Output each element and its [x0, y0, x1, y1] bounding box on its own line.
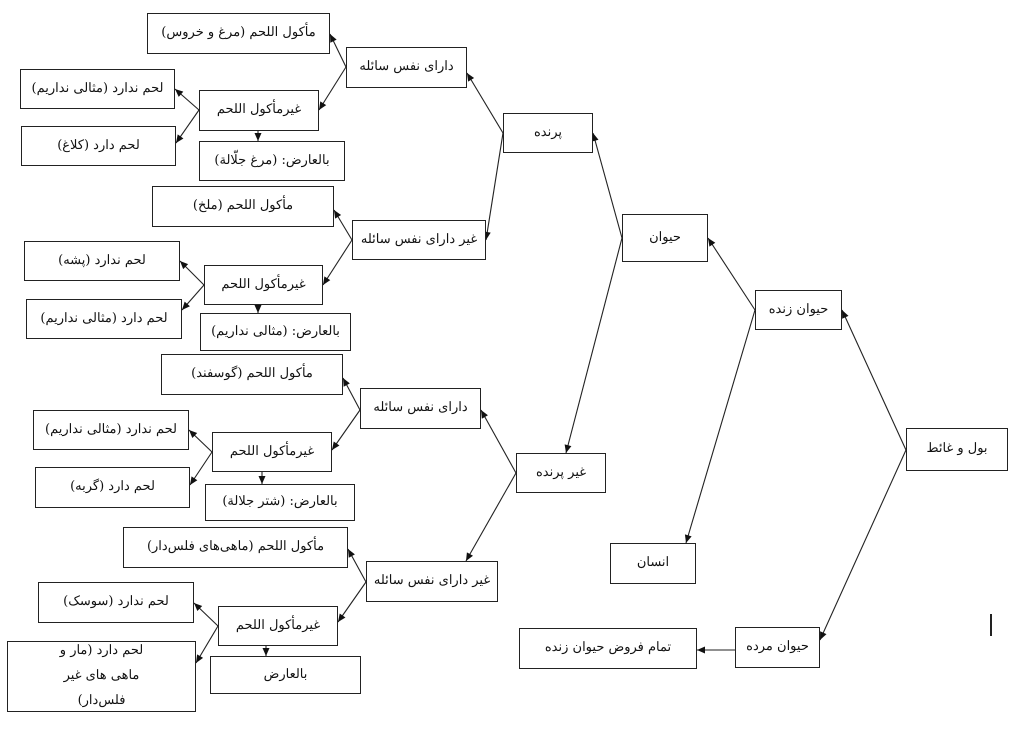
connector-line — [318, 66, 347, 111]
node-inedible: غیرمأکول اللحم — [204, 265, 323, 305]
node-no-flowing-blood: غیر دارای نفس سائله — [366, 561, 498, 602]
arrowhead-icon — [319, 101, 327, 110]
arrowhead-icon — [258, 476, 266, 484]
connector-line — [841, 309, 907, 451]
connector-line — [819, 449, 907, 641]
node-dead-animal: حیوان مرده — [735, 627, 820, 668]
arrowhead-icon — [481, 410, 488, 419]
node-accidental-chicken: بالعارض: (مرغ جلّالة) — [199, 141, 345, 181]
connector-line — [707, 237, 756, 311]
arrowhead-icon — [467, 73, 475, 82]
arrowhead-icon — [820, 631, 827, 640]
node-urine-feces: بول و غائط — [906, 428, 1008, 471]
node-animal: حیوان — [622, 214, 708, 262]
arrowhead-icon — [189, 430, 198, 439]
node-has-meat: لحم دارد (مثالی نداریم) — [26, 299, 182, 339]
node-human: انسان — [610, 543, 696, 584]
node-no-meat-cockroach: لحم ندارد (سوسک) — [38, 582, 194, 623]
arrowhead-icon — [343, 378, 350, 387]
arrowhead-icon — [176, 134, 184, 143]
node-inedible: غیرمأکول اللحم — [212, 432, 332, 472]
arrowhead-icon — [348, 549, 355, 558]
node-edible-fish: مأکول اللحم (ماهی‌های فلس‌دار) — [123, 527, 348, 568]
node-flowing-blood: دارای نفس سائله — [360, 388, 481, 429]
connector-line — [480, 409, 517, 474]
arrowhead-icon — [254, 305, 262, 313]
arrowhead-icon — [466, 552, 473, 561]
node-has-meat-snake: لحم دارد (مار و ماهی های غیر فلس‌دار) — [7, 641, 196, 712]
node-has-meat-crow: لحم دارد (کلاغ) — [21, 126, 176, 166]
node-flowing-blood: دارای نفس سائله — [346, 47, 467, 88]
arrowhead-icon — [842, 310, 849, 319]
arrowhead-icon — [684, 534, 692, 543]
node-inedible: غیرمأکول اللحم — [218, 606, 338, 646]
connector-line — [592, 132, 623, 239]
node-inedible: غیرمأکول اللحم — [199, 90, 319, 131]
connector-line — [465, 472, 517, 562]
node-edible-locust: مأکول اللحم (ملخ) — [152, 186, 334, 227]
node-edible-rooster: مأکول اللحم (مرغ و خروس) — [147, 13, 330, 54]
node-edible-sheep: مأکول اللحم (گوسفند) — [161, 354, 343, 395]
node-accidental: بالعارض — [210, 656, 361, 694]
arrowhead-icon — [254, 133, 262, 141]
cursor-mark — [990, 614, 992, 636]
arrowhead-icon — [697, 646, 705, 654]
node-accidental-camel: بالعارض: (شتر جلالة) — [205, 484, 355, 521]
connector-line — [322, 239, 353, 286]
arrowhead-icon — [180, 261, 189, 270]
arrowhead-icon — [194, 603, 203, 612]
connector-line — [485, 132, 504, 241]
arrowhead-icon — [332, 441, 340, 450]
node-non-bird: غیر پرنده — [516, 453, 606, 493]
node-living-animal: حیوان زنده — [755, 290, 842, 330]
node-all-living-cases: تمام فروض حیوان زنده — [519, 628, 697, 669]
arrowhead-icon — [262, 648, 270, 656]
arrowhead-icon — [591, 133, 599, 142]
arrowhead-icon — [334, 210, 342, 219]
node-no-flowing-blood: غیر دارای نفس سائله — [352, 220, 486, 260]
node-accidental: بالعارض: (مثالی نداریم) — [200, 313, 351, 351]
arrowhead-icon — [182, 301, 190, 310]
arrowhead-icon — [190, 476, 198, 485]
node-no-meat-mosquito: لحم ندارد (پشه) — [24, 241, 180, 281]
connector-line — [685, 309, 756, 544]
connector-line — [331, 409, 361, 451]
node-no-meat: لحم ندارد (مثالی نداریم) — [20, 69, 175, 109]
connector-line — [466, 72, 504, 134]
arrowhead-icon — [196, 654, 204, 663]
arrowhead-icon — [323, 276, 331, 285]
node-bird: پرنده — [503, 113, 593, 153]
node-no-meat: لحم ندارد (مثالی نداریم) — [33, 410, 189, 450]
arrowhead-icon — [175, 89, 184, 97]
connector-line — [337, 581, 367, 623]
arrowhead-icon — [338, 613, 346, 622]
arrowhead-icon — [708, 238, 716, 247]
arrowhead-icon — [330, 34, 337, 43]
connector-line — [565, 237, 623, 454]
arrowhead-icon — [564, 444, 572, 453]
node-has-meat-cat: لحم دارد (گربه) — [35, 467, 190, 508]
